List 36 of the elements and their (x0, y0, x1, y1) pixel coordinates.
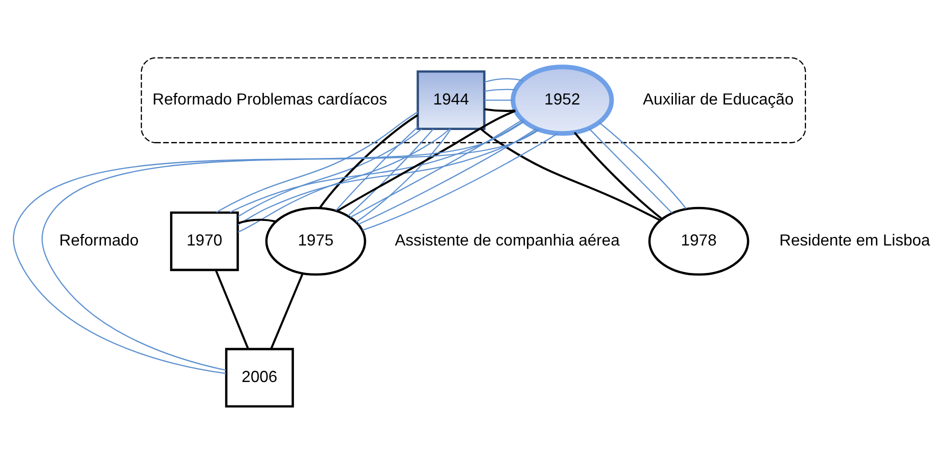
connector (480, 128, 661, 221)
connector (356, 128, 452, 222)
connector (336, 109, 516, 212)
connector (484, 99, 513, 100)
node-ellipse: 1975 (265, 206, 366, 276)
connector (216, 111, 418, 212)
node-box: 2006 (225, 347, 294, 408)
node-ellipse: 1978 (648, 206, 750, 276)
node-ellipse: 1952 (510, 64, 614, 136)
node-label: Residente em Lisboa (779, 231, 930, 250)
connector (270, 272, 304, 349)
connector (214, 269, 250, 349)
connector (238, 128, 422, 217)
connector (350, 119, 523, 218)
connector (588, 128, 673, 213)
node-box: 1970 (170, 210, 239, 271)
connector (599, 122, 687, 209)
connector (230, 120, 524, 212)
connector (348, 128, 434, 216)
connector (484, 108, 516, 112)
connector (358, 128, 537, 224)
connector (335, 126, 418, 211)
connector (574, 131, 663, 220)
node-label: Reformado Problemas cardíacos (152, 90, 388, 108)
connector (484, 78, 523, 82)
connector (238, 128, 450, 232)
connector (238, 218, 276, 224)
node-label: Reformado (59, 231, 139, 250)
node-box: 1944 (416, 70, 486, 130)
connector (484, 88, 516, 92)
connector (238, 128, 539, 225)
cluster (140, 56, 806, 143)
node-label: Assistente de companhia aérea (394, 231, 620, 250)
connector (362, 132, 558, 230)
connector (319, 114, 418, 208)
node-label: Auxiliar de Educação (642, 90, 794, 108)
